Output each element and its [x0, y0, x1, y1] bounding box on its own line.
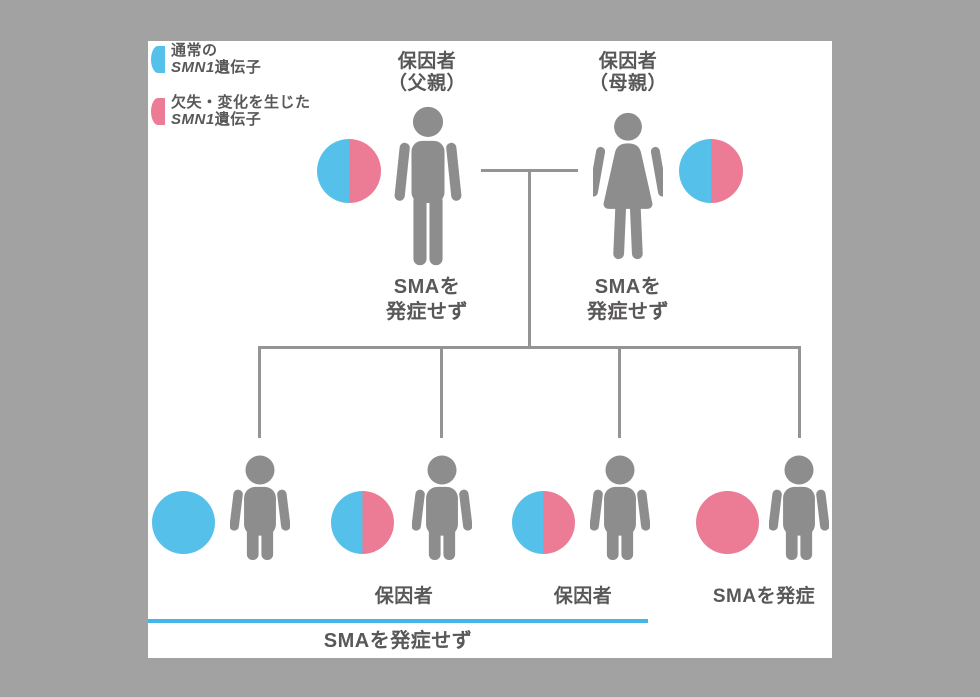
gene-name: SMN1	[171, 59, 215, 76]
legend-line2: SMN1遺伝子	[171, 59, 261, 76]
mother-status: SMAを 発症せず	[538, 275, 718, 325]
legend-item-mutated-gene: 欠失・変化を生じた SMN1遺伝子	[151, 94, 311, 128]
father-relation: （父親）	[387, 73, 466, 94]
father-status: SMAを 発症せず	[337, 275, 517, 325]
sibling-line	[258, 346, 801, 349]
child4-figure-icon	[769, 455, 829, 560]
no-sma-footer-label: SMAを発症せず	[323, 630, 473, 652]
normal-gene-icon	[151, 45, 165, 73]
child1-genotype-circle	[152, 491, 215, 554]
child1-drop-line	[258, 346, 261, 438]
mother-role: 保因者	[598, 51, 658, 72]
child2-figure-icon	[412, 455, 472, 560]
mother-figure-icon	[593, 105, 663, 267]
child4-label: SMAを発症	[712, 586, 816, 607]
gene-name: SMN1	[171, 111, 215, 128]
child2-genotype-circle	[331, 491, 394, 554]
child2-label: 保因者	[374, 586, 434, 607]
father-status-line2: 発症せず	[386, 301, 468, 323]
child3-genotype-circle	[512, 491, 575, 554]
mother-label: 保因者 （母親）	[538, 51, 718, 95]
gene-suffix: 遺伝子	[214, 59, 262, 76]
legend-line1: 通常の	[171, 42, 218, 59]
mutated-gene-icon	[151, 97, 165, 125]
father-label: 保因者 （父親）	[337, 51, 517, 95]
legend-item-normal-gene: 通常の SMN1遺伝子	[151, 42, 261, 76]
mother-genotype-circle	[679, 139, 743, 203]
legend-label-normal-gene: 通常の SMN1遺伝子	[171, 42, 261, 76]
father-status-line1: SMAを	[393, 276, 461, 298]
child3-drop-line	[618, 346, 621, 438]
father-role: 保因者	[397, 51, 457, 72]
child2-drop-line	[440, 346, 443, 438]
sma-inheritance-diagram: 通常の SMN1遺伝子 欠失・変化を生じた SMN1遺伝子 保因者 （父親）	[148, 41, 832, 658]
legend-line2: SMN1遺伝子	[171, 111, 311, 128]
no-sma-underline	[148, 619, 648, 623]
child1-figure-icon	[230, 455, 290, 560]
mother-status-line2: 発症せず	[587, 301, 669, 323]
child3-label: 保因者	[553, 586, 613, 607]
legend-label-mutated-gene: 欠失・変化を生じた SMN1遺伝子	[171, 94, 311, 128]
couple-descent-line	[528, 170, 531, 348]
gene-suffix: 遺伝子	[214, 111, 262, 128]
legend-line1: 欠失・変化を生じた	[171, 94, 311, 111]
child3-figure-icon	[590, 455, 650, 560]
father-genotype-circle	[317, 139, 381, 203]
child4-genotype-circle	[696, 491, 759, 554]
mother-status-line1: SMAを	[594, 276, 662, 298]
child4-drop-line	[798, 346, 801, 438]
mother-relation: （母親）	[588, 73, 667, 94]
father-figure-icon	[394, 105, 462, 267]
